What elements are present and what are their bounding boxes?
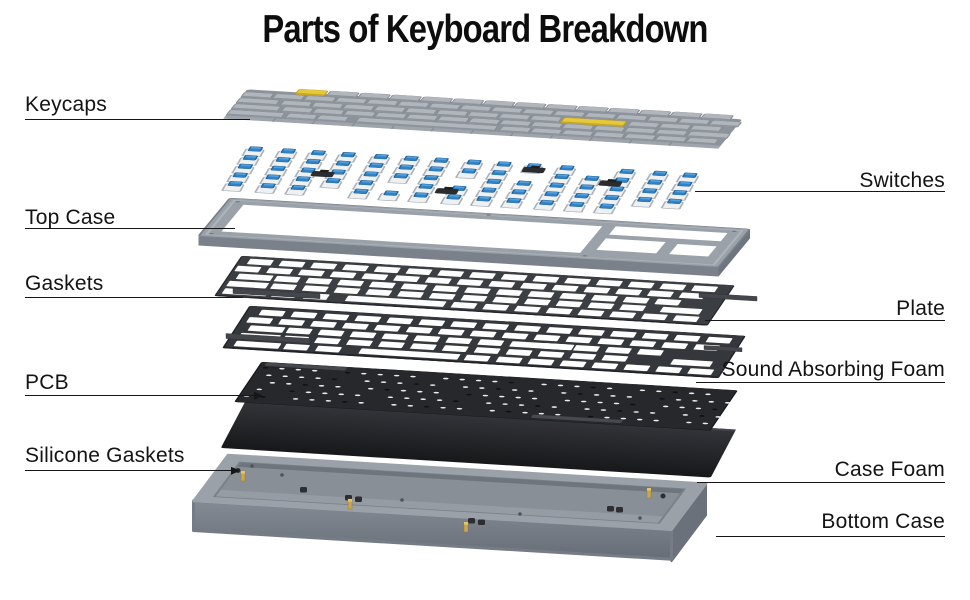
top-case-layer bbox=[198, 197, 751, 268]
bottom-case-layer bbox=[192, 453, 708, 563]
part-label-case-foam: Case Foam bbox=[834, 458, 945, 481]
part-label-switches: Switches bbox=[859, 169, 945, 192]
leader-line-case-foam bbox=[697, 482, 945, 483]
leader-line-plate bbox=[705, 320, 945, 321]
leader-line-switches bbox=[695, 191, 945, 192]
leader-line-sound-absorbing-foam bbox=[696, 382, 945, 383]
diagram-title: Parts of Keyboard Breakdown bbox=[0, 8, 970, 52]
keycaps-layer bbox=[223, 89, 742, 149]
part-label-keycaps: Keycaps bbox=[25, 93, 107, 116]
switches-layer bbox=[221, 146, 699, 215]
leader-line-top-case bbox=[25, 228, 235, 229]
diagram-title-text: Parts of Keyboard Breakdown bbox=[262, 8, 708, 51]
sound-absorbing-foam-layer bbox=[222, 305, 746, 379]
leader-line-silicone-gaskets bbox=[25, 470, 233, 471]
part-label-plate: Plate bbox=[896, 297, 945, 320]
leader-line-bottom-case bbox=[716, 536, 945, 537]
part-label-top-case: Top Case bbox=[25, 206, 116, 229]
top-case-walls bbox=[198, 229, 750, 277]
leader-line-gaskets bbox=[25, 297, 243, 298]
leader-arrow-silicone-gaskets bbox=[231, 466, 240, 475]
bottom-case-floor bbox=[212, 461, 687, 524]
part-label-silicone-gaskets: Silicone Gaskets bbox=[25, 444, 185, 467]
plate-layer bbox=[214, 255, 735, 326]
pcb-layer bbox=[234, 361, 738, 431]
part-label-bottom-case: Bottom Case bbox=[821, 510, 945, 533]
part-label-pcb: PCB bbox=[25, 371, 69, 394]
leader-line-pcb bbox=[25, 395, 256, 396]
leader-line-keycaps bbox=[25, 119, 250, 120]
part-label-sound-absorbing-foam: Sound Absorbing Foam bbox=[721, 358, 945, 381]
gaskets-layer bbox=[225, 288, 758, 353]
part-label-gaskets: Gaskets bbox=[25, 272, 104, 295]
leader-arrow-pcb bbox=[254, 391, 263, 400]
